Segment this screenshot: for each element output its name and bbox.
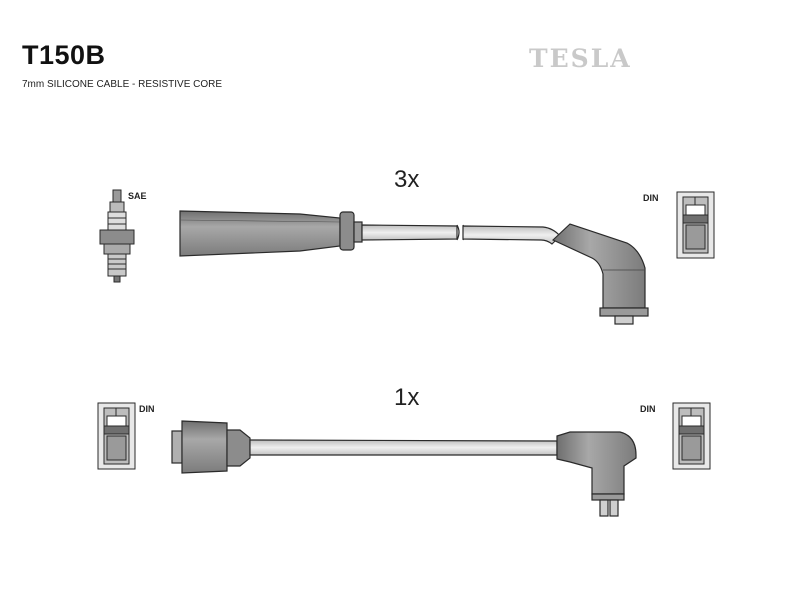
- spark-plug-icon: [99, 189, 135, 283]
- cable-2-drawing: [171, 420, 637, 517]
- angled-boot: [551, 223, 646, 309]
- din-label-bottom-right: DIN: [640, 404, 656, 414]
- cable-1-drawing: [179, 210, 649, 325]
- angled-boot-2: [556, 431, 637, 495]
- din-label-bottom-left: DIN: [139, 404, 155, 414]
- boot-end-cap: [171, 430, 183, 464]
- straight-boot: [179, 210, 341, 257]
- straight-boot-2: [181, 420, 228, 474]
- wire-2: [249, 439, 558, 456]
- brand-logo: TESLA: [529, 44, 632, 73]
- wire-segment-left: [361, 224, 458, 241]
- product-description: 7mm SILICONE CABLE - RESISTIVE CORE: [22, 79, 223, 90]
- boot-terminal: [599, 307, 649, 317]
- cable-1-quantity: 3x: [394, 166, 420, 193]
- din-coil-icon-bottom-left: [97, 402, 136, 470]
- din-coil-icon-bottom-right: [672, 402, 711, 470]
- din-coil-icon-top: [676, 191, 715, 259]
- din-label-top-right: DIN: [643, 193, 659, 203]
- cable-2-quantity: 1x: [394, 384, 420, 411]
- boot-terminal-2: [599, 499, 609, 517]
- product-code: T150B: [22, 40, 106, 70]
- boot-collar: [339, 211, 355, 251]
- wire-segment-right: [462, 225, 561, 245]
- sae-label: SAE: [128, 191, 147, 201]
